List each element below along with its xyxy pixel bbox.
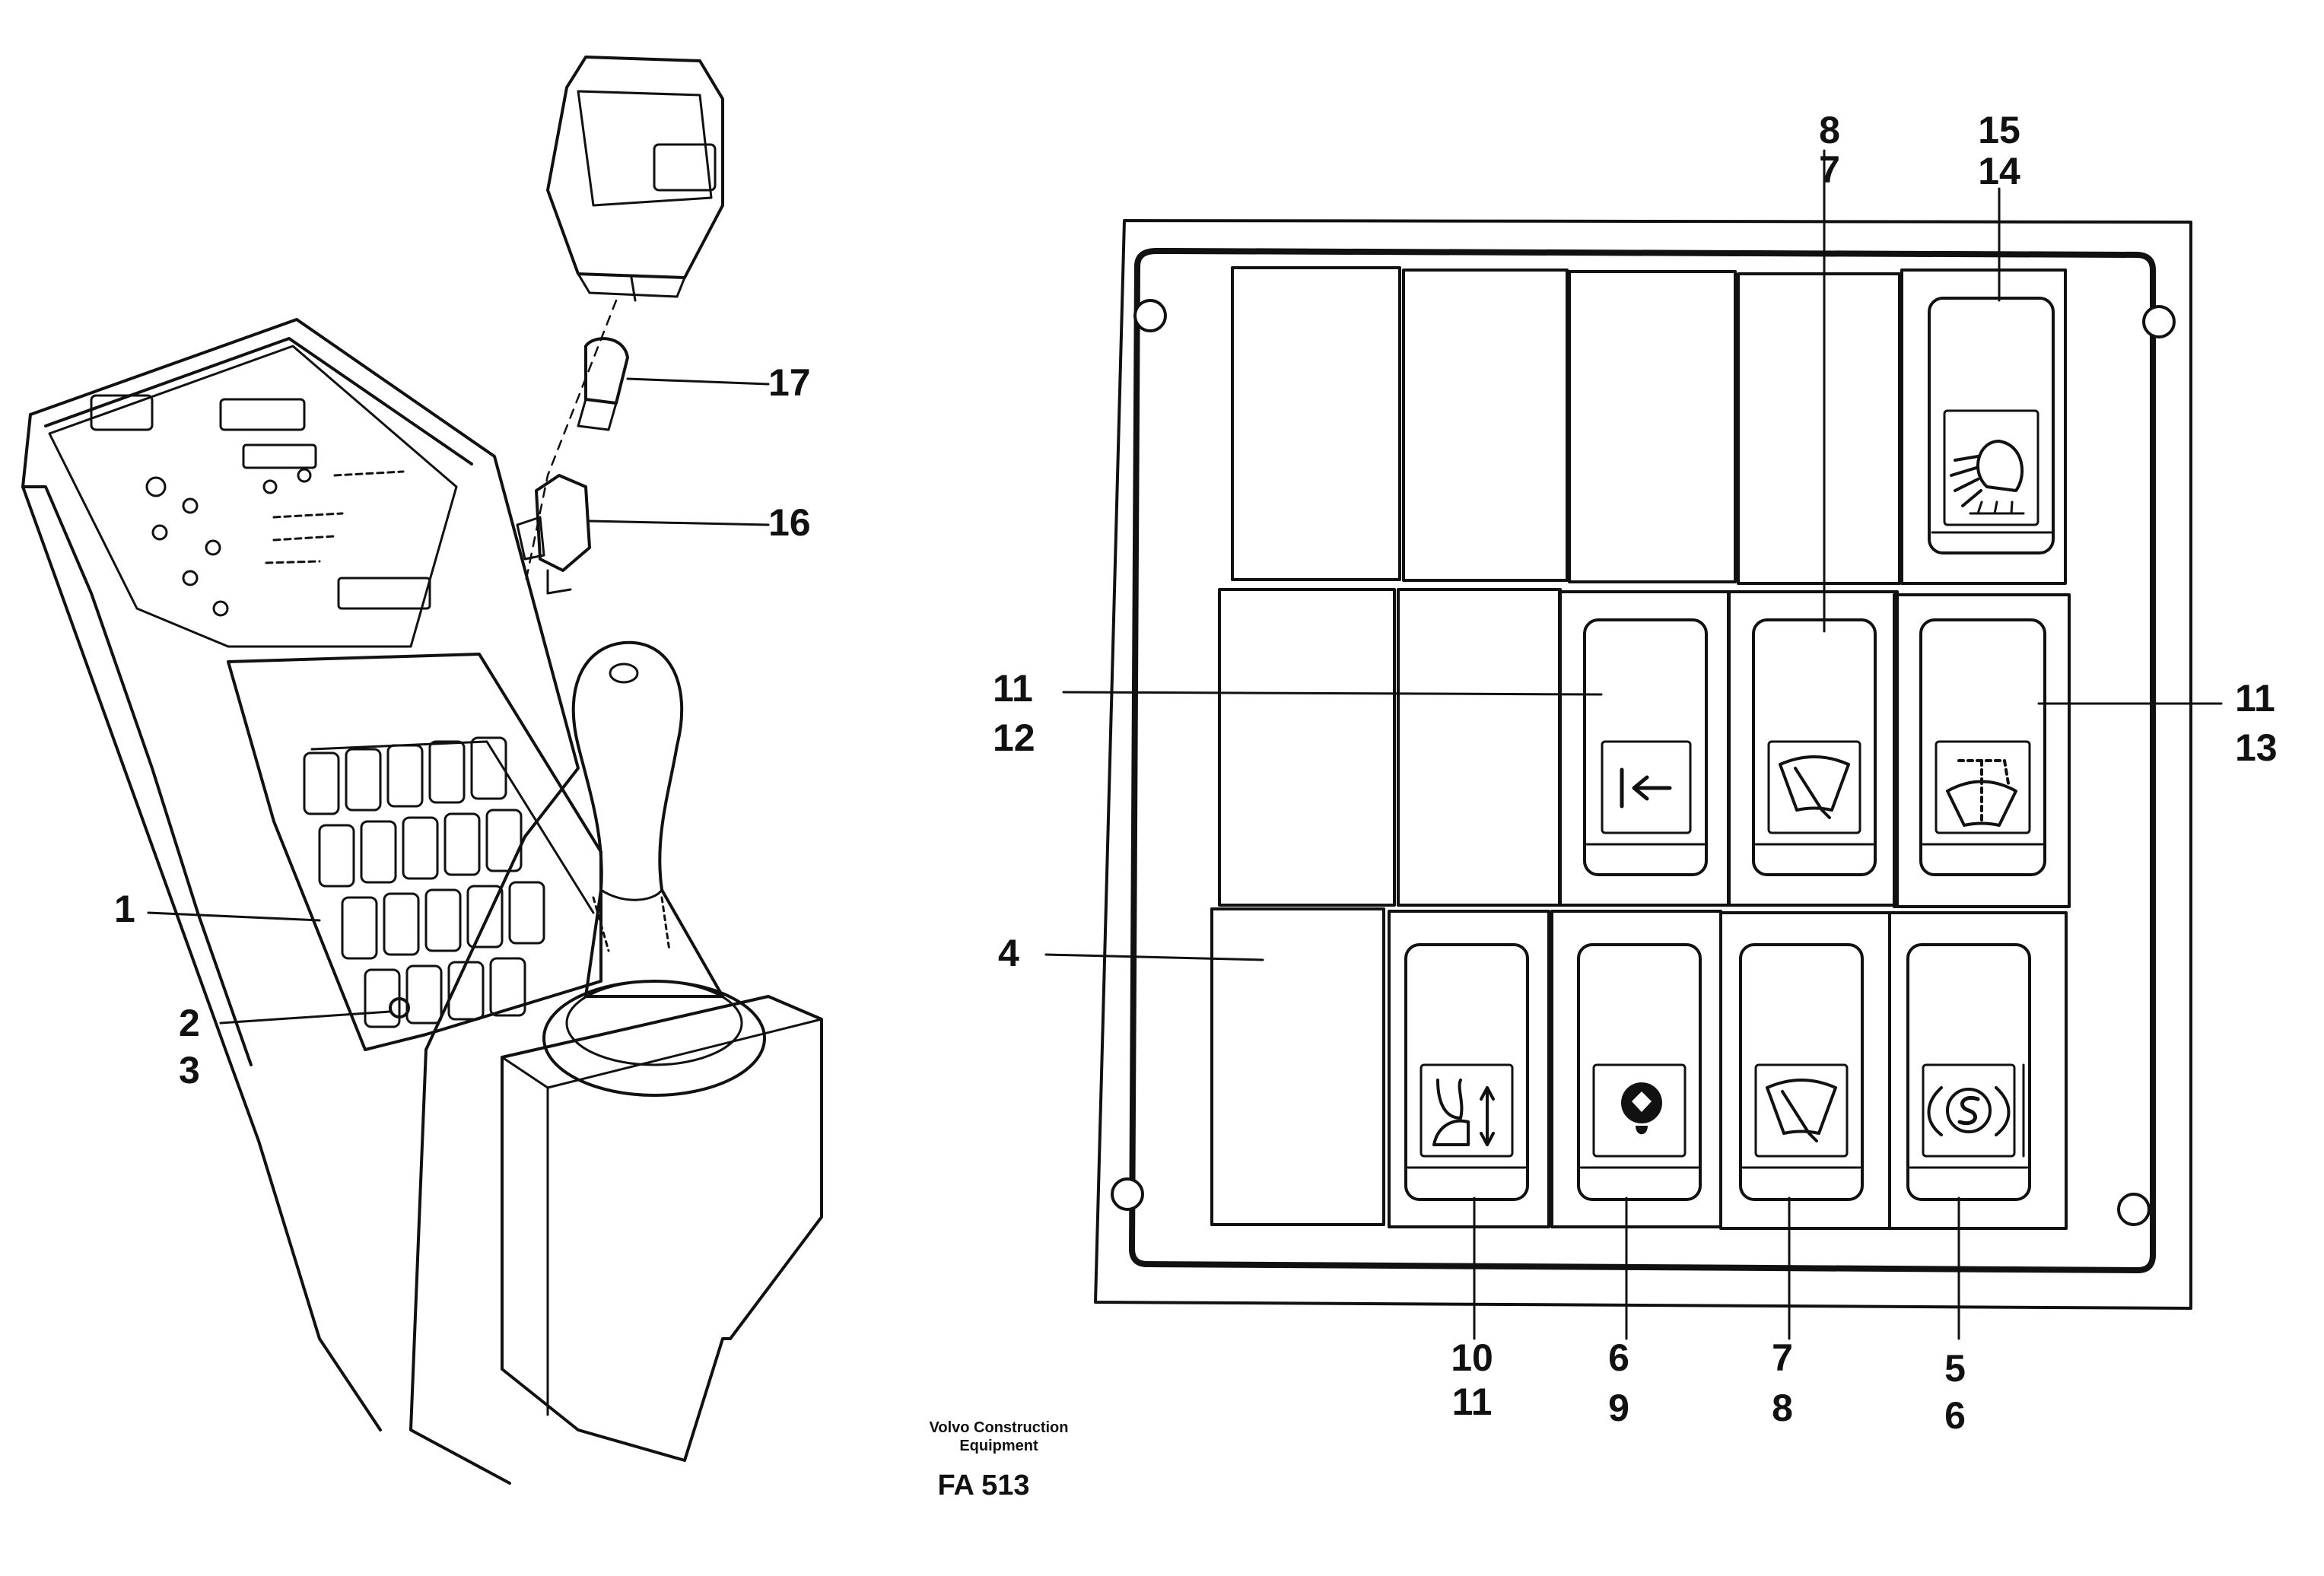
company-name-line2: Equipment [959, 1438, 1038, 1454]
callout-10: 10 [1451, 1336, 1493, 1379]
callout-13: 13 [2235, 726, 2278, 769]
callout-8-bottom: 8 [1772, 1387, 1793, 1429]
slow-speed-icon [1927, 1063, 2025, 1158]
callout-14: 14 [1978, 150, 2020, 192]
switch-panel [1044, 149, 2223, 1340]
callout-2: 2 [179, 1002, 200, 1044]
company-name-line1: Volvo Construction [929, 1419, 1069, 1436]
callout-11-right: 11 [2235, 677, 2275, 720]
callout-16: 16 [768, 501, 811, 544]
callout-12: 12 [993, 717, 1035, 759]
wiper-icon [1779, 755, 1850, 819]
callout-9: 9 [1608, 1387, 1629, 1429]
rotating-beacon-icon [1621, 1082, 1662, 1135]
callout-15: 15 [1978, 109, 2020, 151]
callout-7-top: 7 [1819, 148, 1840, 191]
figure-code: FA 513 [937, 1470, 1030, 1501]
callout-8-top: 8 [1819, 109, 1840, 151]
callout-17: 17 [768, 361, 811, 404]
control-console [21, 56, 823, 1485]
wiper-icon [1766, 1079, 1837, 1142]
arrow-left-icon [1620, 767, 1672, 809]
callout-5: 5 [1944, 1347, 1966, 1390]
callout-3: 3 [179, 1049, 200, 1091]
callout-6-left: 6 [1608, 1336, 1629, 1379]
callout-6-right: 6 [1944, 1394, 1966, 1437]
callout-11-bottom: 11 [1451, 1381, 1493, 1423]
callout-4: 4 [998, 932, 1019, 974]
boom-float-icon [1432, 1079, 1495, 1146]
intermittent-wiper-icon [1946, 759, 2017, 827]
callout-1: 1 [114, 888, 135, 930]
callout-11-left: 11 [993, 667, 1033, 710]
callout-7-bottom: 7 [1772, 1336, 1793, 1379]
work-light-icon [1950, 440, 2025, 515]
